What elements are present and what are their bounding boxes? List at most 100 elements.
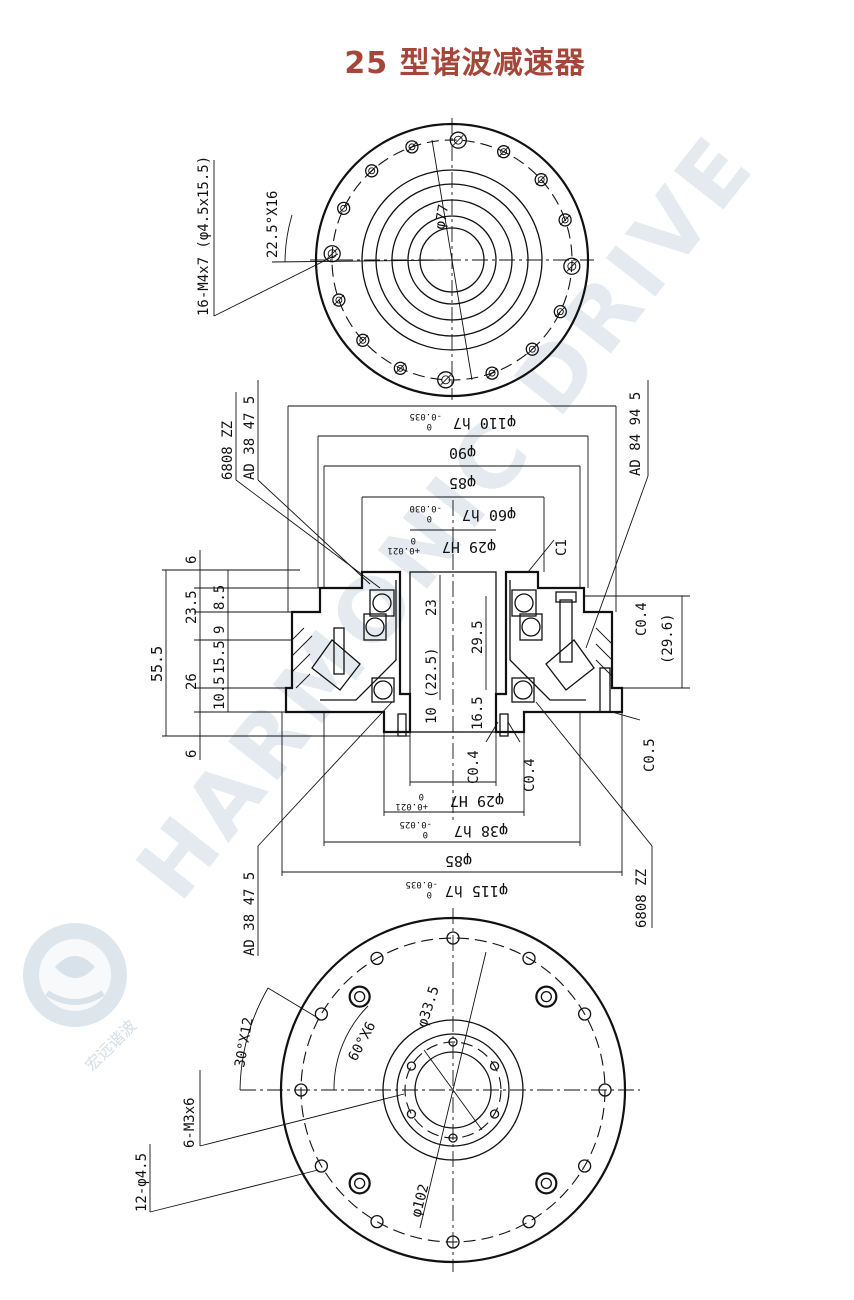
dim-d85-bottom: φ85 bbox=[445, 852, 472, 870]
bottom-counterbore-hole bbox=[348, 985, 371, 1008]
bearing-right-bottom-ball bbox=[513, 680, 533, 700]
section-hatching bbox=[291, 627, 613, 689]
section-bolt-right-head bbox=[555, 591, 577, 603]
dim-d115-tol-upper: 0 bbox=[427, 889, 432, 899]
bottom-m3-holes bbox=[406, 1037, 500, 1143]
top-bolt-hole bbox=[553, 305, 567, 319]
top-angle-label: 22.5°X16 bbox=[265, 191, 281, 258]
bearing-left-mid-ball bbox=[365, 617, 385, 637]
dim-right-c04: C0.4 bbox=[634, 602, 650, 636]
dim-left-10-5: 10.5 bbox=[212, 676, 228, 710]
watermark-cn: 宏远谐波 bbox=[81, 1016, 140, 1075]
bottom-counterbore-hole bbox=[535, 985, 558, 1008]
top-bolt-hole bbox=[393, 361, 407, 375]
bottom-bolt-hole bbox=[314, 1159, 329, 1173]
bottom-angle-30-arc bbox=[239, 987, 269, 1091]
top-bolt-hole bbox=[337, 201, 351, 215]
top-bolt-hole bbox=[534, 173, 548, 187]
bearing-left-bottom-ball bbox=[373, 680, 393, 700]
chamfer-c1: C1 bbox=[554, 539, 570, 556]
bottom-pcd-102-leader bbox=[419, 951, 487, 1229]
dim-left-6-bottom: 6 bbox=[184, 750, 200, 758]
top-bolt-hole bbox=[405, 140, 419, 154]
bearing-right-top bbox=[511, 589, 537, 617]
top-bolt-hole bbox=[497, 145, 511, 159]
top-bolt-holes bbox=[323, 131, 581, 389]
dim-d38-tol-lower: -0.025 bbox=[399, 819, 432, 829]
dim-center-23: 23 bbox=[424, 599, 440, 616]
bottom-holes: 12-φ4.5 bbox=[134, 1153, 150, 1212]
bottom-pcd-102: φ102 bbox=[408, 1182, 432, 1219]
dim-center-29-5: 29.5 bbox=[470, 620, 486, 654]
chamfer-c04-left: C0.4 bbox=[466, 750, 482, 784]
section-dims-left: 55.5 6 23.5 8.5 9 15.5 26 10.5 6 bbox=[148, 550, 410, 760]
flexspline-right bbox=[509, 580, 595, 701]
dim-right-29-6: (29.6) bbox=[660, 613, 676, 664]
dim-center-22-5: (22.5) bbox=[424, 647, 440, 698]
bottom-bolt-holes bbox=[294, 931, 612, 1249]
dim-left-23-5: 23.5 bbox=[184, 590, 200, 624]
bearing-left-top bbox=[369, 589, 395, 617]
top-bolt-hole bbox=[563, 257, 581, 275]
dim-d29-top-tol-lower: 0 bbox=[411, 535, 416, 545]
bottom-view: φ33.5 φ102 30°X12 60°X6 6-M3x6 12-φ4.5 bbox=[134, 908, 640, 1272]
top-bolt-hole bbox=[558, 213, 572, 227]
section-dims-center: 23 (22.5) 10 29.5 16.5 bbox=[424, 575, 487, 730]
top-bolt-hole bbox=[332, 293, 346, 307]
dim-d110: φ110 h7 bbox=[453, 414, 516, 432]
bottom-angle-30: 30°X12 bbox=[232, 1016, 257, 1069]
bottom-counterbore-hole bbox=[348, 1172, 371, 1195]
bearing-right-bottom bbox=[511, 677, 535, 703]
dim-left-9: 9 bbox=[212, 626, 228, 634]
dim-d38: φ38 h7 bbox=[454, 822, 508, 840]
section-dims-bottom: φ29 H7 +0.021 0 φ38 h7 0 -0.025 φ85 φ115… bbox=[281, 712, 623, 900]
dim-d60-tol-lower: -0.030 bbox=[409, 503, 442, 513]
part-seal-top-right: AD 84 94 5 bbox=[628, 392, 644, 476]
bearing-left-top-ball bbox=[372, 593, 392, 613]
section-pin-right bbox=[499, 713, 509, 737]
bottom-m3-hole bbox=[489, 1109, 500, 1119]
watermark-brand: HARMONIC DRIVE bbox=[118, 116, 775, 918]
chamfer-c04-right: C0.4 bbox=[522, 758, 538, 792]
top-view: φ77 22.5°X16 16-M4x7 (φ4.5x15.5) bbox=[196, 118, 594, 400]
section-dims-right: C0.4 (29.6) C0.5 bbox=[584, 595, 690, 772]
top-bolt-hole bbox=[449, 131, 467, 149]
bottom-bolt-hole bbox=[577, 1159, 592, 1173]
section-bolt-right bbox=[559, 599, 573, 663]
section-dims-top: φ110 h7 0 -0.035 φ90 φ85 φ60 h7 0 -0.030… bbox=[287, 405, 617, 612]
bearing-right-mid bbox=[519, 613, 543, 641]
bottom-m3-hole bbox=[489, 1061, 500, 1071]
bottom-bolt-hole bbox=[598, 1083, 612, 1097]
top-angle-leader-a bbox=[271, 259, 453, 263]
top-thread-leader bbox=[213, 253, 339, 317]
bottom-bolt-hole bbox=[522, 1214, 536, 1229]
dim-d90: φ90 bbox=[449, 444, 476, 462]
bottom-bolt-hole bbox=[522, 951, 536, 966]
section-bolt-right-2 bbox=[599, 667, 611, 713]
top-pcd-label: φ77 bbox=[432, 203, 452, 231]
bearing-right-mid-ball bbox=[521, 617, 541, 637]
top-inner-circle-4 bbox=[407, 215, 497, 305]
dim-left-8-5: 8.5 bbox=[212, 585, 228, 610]
dim-d85: φ85 bbox=[449, 474, 476, 492]
top-bolt-hole bbox=[437, 371, 455, 389]
bottom-bolt-hole bbox=[446, 931, 460, 945]
bearing-left-bottom bbox=[371, 677, 395, 703]
top-angle-arc bbox=[284, 214, 293, 263]
part-seal-bottom-left: AD 38 47 5 bbox=[242, 872, 258, 956]
dim-d60-tol-upper: 0 bbox=[427, 513, 432, 523]
section-part-callouts: 6808 ZZ AD 38 47 5 AD 84 94 5 AD 38 47 5… bbox=[220, 380, 653, 956]
top-bolt-hole bbox=[365, 164, 379, 178]
dim-d29-bottom-tol-upper: +0.021 bbox=[395, 801, 428, 811]
dim-d29-bottom-tol-lower: 0 bbox=[419, 791, 424, 801]
bottom-pcd-33-5: φ33.5 bbox=[415, 984, 443, 1029]
dim-d110-tol-upper: 0 bbox=[427, 421, 432, 431]
part-seal-top-left: AD 38 47 5 bbox=[242, 396, 258, 480]
section-bore bbox=[409, 571, 497, 733]
top-bolt-hole bbox=[356, 333, 370, 347]
dim-center-16-5: 16.5 bbox=[470, 696, 486, 730]
part-bearing-top-left: 6808 ZZ bbox=[220, 421, 236, 480]
bottom-bolt-hole bbox=[577, 1007, 592, 1021]
dim-right-c05: C0.5 bbox=[642, 738, 658, 772]
dim-d29-bottom: φ29 H7 bbox=[450, 792, 504, 810]
